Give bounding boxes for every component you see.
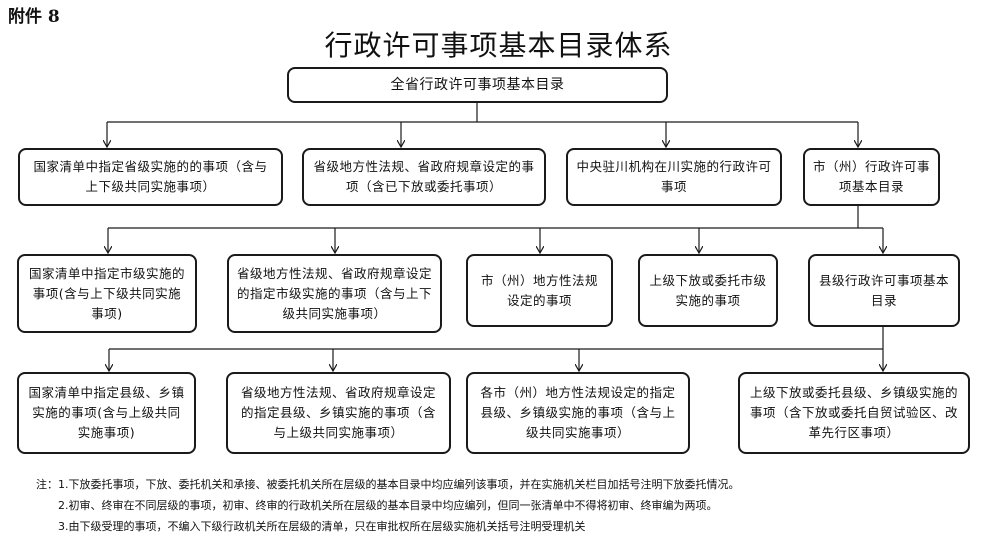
level3-node-national-county: 国家清单中指定县级、乡镇实施的事项(含与上级共同实施事项) (17, 372, 196, 454)
level3-node-delegated-county: 上级下放或委托县级、乡镇级实施的事项（含下放或委托自贸试验区、改革先行区事项） (738, 372, 970, 454)
level1-node-central-agencies: 中央驻川机构在川实施的行政许可事项 (566, 148, 782, 206)
note-2: 2.初审、终审在不同层级的事项，初审、终审的行政机关所在层级的基本目录中均应编列… (58, 499, 718, 512)
note-1: 注：1.下放委托事项，下放、委托机关和承接、被委托机关所在层级的基本目录中均应编… (36, 478, 740, 491)
note-3: 3.由下级受理的事项，不编入下级行政机关所在层级的清单，只在审批权所在层级实施机… (58, 520, 586, 533)
level2-node-national-city: 国家清单中指定市级实施的事项(含与上下级共同实施事项) (17, 254, 197, 333)
level2-node-city-regulations: 市（州）地方性法规设定的事项 (466, 254, 613, 327)
level1-node-city-catalog: 市（州）行政许可事项基本目录 (803, 148, 940, 206)
footnotes: 注：1.下放委托事项，下放、委托机关和承接、被委托机关所在层级的基本目录中均应编… (36, 474, 740, 537)
root-node: 全省行政许可事项基本目录 (287, 67, 668, 103)
level3-node-city-regulations-county: 各市（州）地方性法规设定的指定县级、乡镇级实施的事项（含与上级共同实施事项） (466, 372, 690, 454)
level2-node-provincial-city: 省级地方性法规、省政府规章设定的指定市级实施的事项（含与上下级共同实施事项） (227, 254, 442, 333)
level1-node-provincial-regulations: 省级地方性法规、省政府规章设定的事项（含已下放或委托事项） (302, 148, 546, 206)
level2-node-county-catalog: 县级行政许可事项基本目录 (808, 254, 960, 327)
level1-node-national-provincial: 国家清单中指定省级实施的的事项（含与上下级共同实施事项） (18, 148, 283, 206)
level3-node-provincial-county: 省级地方性法规、省政府规章设定的指定县级、乡镇实施的事项（含与上级共同实施事项） (226, 372, 451, 454)
level2-node-delegated-city: 上级下放或委托市级实施的事项 (638, 254, 778, 327)
attachment-label: 附件 8 (8, 7, 60, 27)
page-title: 行政许可事项基本目录体系 (324, 29, 673, 62)
